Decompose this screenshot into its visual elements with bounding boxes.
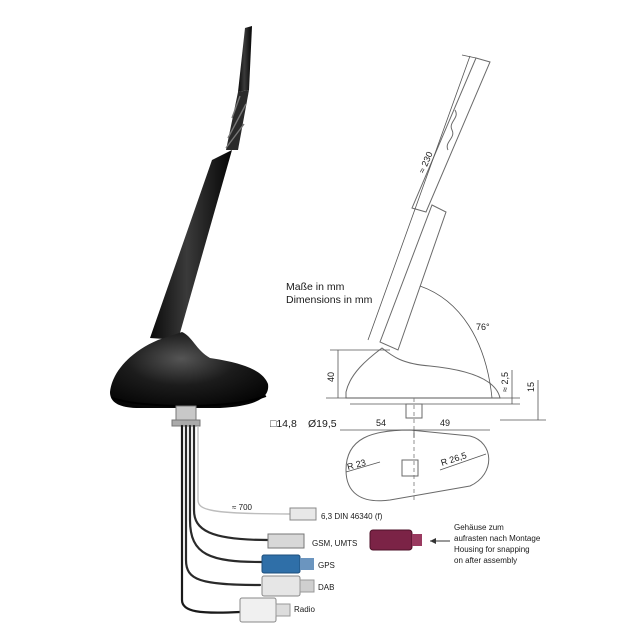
technical-drawing	[326, 54, 546, 502]
connector-radio	[239, 597, 291, 623]
connector-gsm	[267, 533, 305, 549]
dim-clearance: ≈ 2,5	[500, 372, 510, 392]
dim-thread: 15	[526, 382, 536, 392]
connector-label-gps: GPS	[318, 561, 335, 570]
connector-gps	[261, 554, 314, 574]
connector-dab	[261, 575, 315, 597]
connector-fakra-1	[289, 507, 317, 521]
dim-rear: 49	[440, 418, 450, 428]
dim-square: □14,8	[270, 418, 297, 430]
connector-label-radio: Radio	[294, 605, 315, 614]
note-line4: on after assembly	[454, 556, 517, 565]
antenna-photo	[110, 26, 269, 427]
cable-length: ≈ 700	[232, 503, 253, 512]
dim-diameter: Ø19,5	[308, 418, 337, 430]
dim-radius-front: R 23	[346, 457, 367, 472]
dim-angle: 76°	[476, 322, 490, 332]
connector-label-1: 6,3 DIN 46340 (f)	[321, 512, 383, 521]
connector-label-gsm: GSM, UMTS	[312, 539, 357, 548]
housing-connector	[369, 529, 422, 551]
connector-label-dab: DAB	[318, 583, 334, 592]
dim-front: 54	[376, 418, 386, 428]
cable-bundle	[180, 424, 291, 614]
note-line2: aufrasten nach Montage	[454, 534, 541, 543]
note-line1: Gehäuse zum	[454, 523, 504, 532]
note-line3: Housing for snapping	[454, 545, 530, 554]
dim-height: 40	[326, 372, 336, 382]
units-en: Dimensions in mm	[286, 294, 373, 306]
units-de: Maße in mm	[286, 281, 345, 293]
